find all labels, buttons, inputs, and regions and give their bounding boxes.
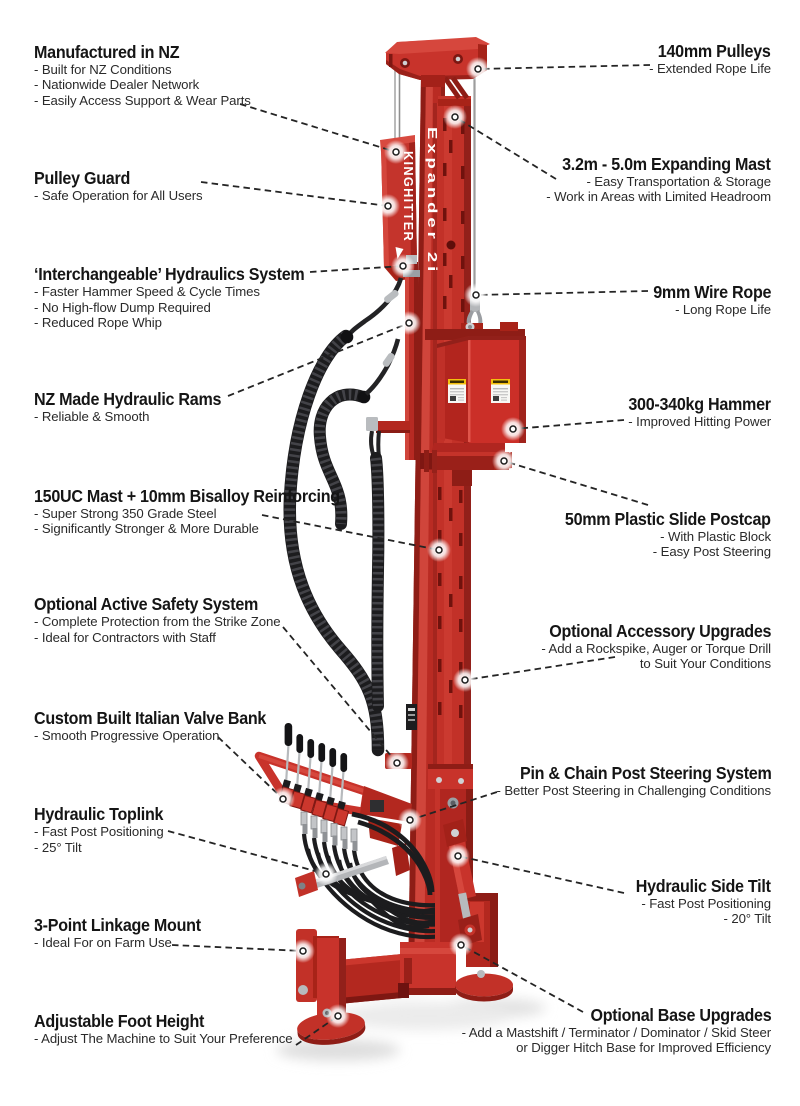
svg-text:Expander 2i: Expander 2i	[425, 127, 440, 275]
svg-text:KINGHITTER: KINGHITTER	[401, 151, 415, 242]
